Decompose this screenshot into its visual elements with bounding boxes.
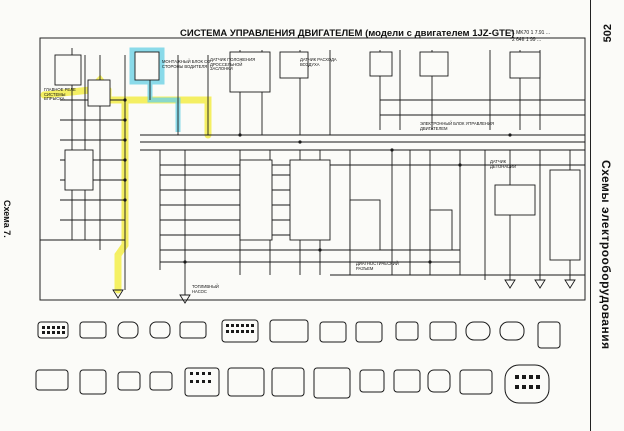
label-engine-ecu: ЭЛЕКТРОННЫЙ БЛОК УПРАВЛЕНИЯ ДВИГАТЕЛЕМ (420, 121, 494, 131)
main-relay-box (87, 79, 111, 107)
vin-line-1: *1 MK70 1 7.91 ... (510, 30, 551, 36)
label-throttle-sensor: ДАТЧИК ПОЛОЖЕНИЯ ДРОССЕЛЬНОЙ ЗАСЛОНКИ (210, 57, 256, 72)
ecu-bus-lines (40, 99, 585, 276)
label-knock-sensor: ДАТЧИК ДЕТОНАЦИИ (490, 159, 517, 169)
fuse-block (419, 51, 449, 77)
fuse-efi (369, 51, 393, 77)
knock-sensor-box (549, 169, 581, 261)
label-mount-block: МОНТАЖНЫЙ БЛОК СО СТОРОНЫ ВОДИТЕЛЯ (162, 59, 211, 69)
ecu-connector-a (239, 159, 273, 241)
ecu-connector-b (289, 159, 331, 241)
air-flow-sensor-box (279, 51, 309, 79)
diagram-title: СИСТЕМА УПРАВЛЕНИЯ ДВИГАТЕЛЕМ (модели с … (180, 28, 515, 39)
starter-fuse (509, 51, 541, 79)
label-fuel-pump: ТОПЛИВНЫЙ НАСОС (192, 284, 219, 294)
connector-row-2 (35, 364, 550, 404)
diagram-frame (39, 37, 586, 301)
wire-junctions (123, 98, 512, 264)
component-boxes (54, 51, 581, 261)
ground-symbols (112, 279, 576, 304)
relay-box (134, 51, 160, 81)
throttle-sensor-box (229, 51, 271, 93)
connector-row-1 (37, 319, 561, 349)
page-number: 502 (602, 24, 614, 43)
sensor-box (429, 209, 453, 251)
figure-label: Схема 7. (2, 200, 12, 238)
label-dlc: ДИАГНОСТИЧЕСКИЙ РАЗЪЕМ (356, 261, 399, 271)
label-air-flow-sensor: ДАТЧИК РАСХОДА ВОЗДУХА (300, 57, 337, 67)
dlc-box (349, 199, 381, 251)
relay-block-2 (494, 184, 536, 216)
label-main-relay: ГЛАВНОЕ РЕЛЕ СИСТЕМЫ ВПРЫСКА (44, 87, 76, 102)
fuse-box (54, 54, 82, 86)
section-title: Схемы электрооборудования (599, 160, 613, 350)
igniter-box (64, 149, 94, 191)
connector-pins (42, 324, 540, 389)
vin-line-2: *2 64II 1 99 ... (510, 37, 542, 43)
page-margin (590, 0, 624, 431)
